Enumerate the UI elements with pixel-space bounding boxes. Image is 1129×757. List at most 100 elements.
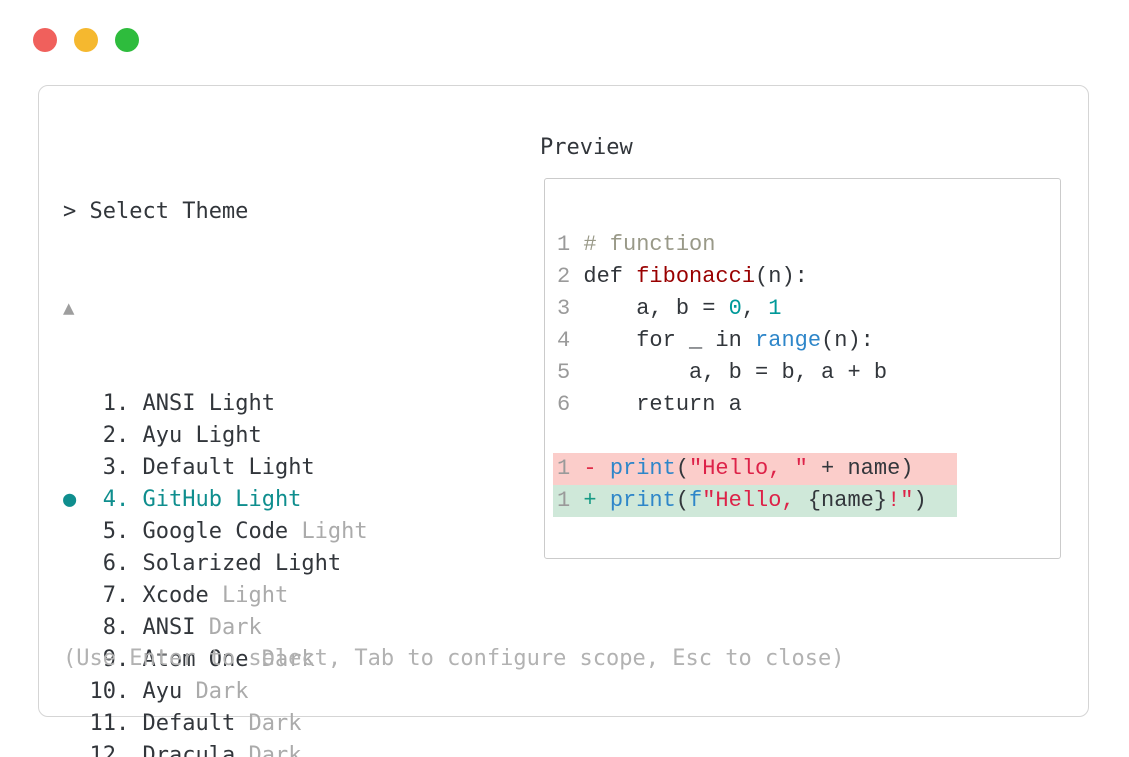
theme-item-number: 4.	[89, 487, 143, 512]
preview-title: Preview	[540, 135, 633, 160]
theme-item-name: Default	[142, 455, 249, 480]
theme-item-variant: Dark	[261, 647, 315, 672]
scroll-up-indicator[interactable]: ▲	[63, 297, 75, 319]
theme-item-name: GitHub	[142, 487, 236, 512]
bullet-spacer	[63, 455, 90, 480]
code-token-code: + name)	[807, 456, 914, 481]
bullet-spacer	[63, 391, 90, 416]
code-token-number: 1	[768, 296, 782, 321]
line-number: 2	[557, 264, 584, 289]
minimize-button[interactable]	[74, 28, 98, 52]
line-number: 1	[557, 488, 584, 513]
theme-item-number: 12.	[89, 743, 143, 757]
theme-item-ansi-dark[interactable]: 8. ANSI Dark	[63, 612, 368, 644]
code-token-code: (n):	[821, 328, 874, 353]
theme-item-number: 9.	[89, 647, 143, 672]
diff-highlight-removed: 1 - print("Hello, " + name)	[553, 453, 958, 485]
code-token-code: a, b =	[583, 296, 729, 321]
window-controls	[33, 28, 139, 52]
code-token-code: for _ in	[583, 328, 756, 353]
code-line: 2 def fibonacci(n):	[557, 261, 1060, 293]
theme-item-variant: Light	[208, 391, 275, 416]
theme-item-name: Ayu	[142, 679, 196, 704]
theme-item-xcode-light[interactable]: 7. Xcode Light	[63, 580, 368, 612]
line-number: 4	[557, 328, 584, 353]
code-line: 4 for _ in range(n):	[557, 325, 1060, 357]
diff-highlight-added: 1 + print(f"Hello, {name}!")	[553, 485, 958, 517]
line-number: 1	[557, 232, 584, 257]
theme-item-number: 8.	[89, 615, 143, 640]
code-token-builtin: f	[689, 488, 703, 513]
bullet-spacer	[63, 743, 90, 757]
bullet-spacer	[63, 679, 90, 704]
theme-item-number: 11.	[89, 711, 143, 736]
diff-line-removed: 1 - print("Hello, " + name)	[553, 453, 1060, 485]
theme-item-variant: Dark	[248, 711, 302, 736]
code-token-code: (	[675, 488, 690, 513]
theme-item-name: ANSI	[142, 391, 209, 416]
theme-item-name: Google Code	[142, 519, 302, 544]
theme-item-variant: Light	[221, 583, 289, 608]
theme-item-number: 7.	[89, 583, 143, 608]
theme-item-variant: Dark	[208, 615, 262, 640]
code-line: 3 a, b = 0, 1	[557, 293, 1060, 325]
line-number: 1	[557, 456, 584, 481]
code-token-code: (n):	[755, 264, 808, 289]
line-number: 3	[557, 296, 584, 321]
prompt-label: Select Theme	[89, 199, 249, 224]
theme-item-dracula-dark[interactable]: 12. Dracula Dark	[63, 740, 368, 757]
theme-item-variant: Light	[301, 519, 368, 544]
blank-line	[557, 421, 1060, 453]
bullet-spacer	[63, 711, 90, 736]
theme-item-ayu-light[interactable]: 2. Ayu Light	[63, 420, 368, 452]
theme-item-variant: Light	[274, 551, 342, 576]
code-token-code: {name}	[807, 488, 888, 513]
theme-item-name: Default	[142, 711, 249, 736]
diff-line-added: 1 + print(f"Hello, {name}!")	[553, 485, 1060, 517]
theme-item-google-code-light[interactable]: 5. Google Code Light	[63, 516, 368, 548]
theme-item-variant: Dark	[195, 679, 249, 704]
bullet-spacer	[63, 551, 90, 576]
code-token-builtin: print	[609, 456, 676, 481]
zoom-button[interactable]	[115, 28, 139, 52]
theme-picker-panel: >Select Theme ▲ 1. ANSI Light 2. Ayu Lig…	[38, 85, 1089, 757]
theme-picker-column: >Select Theme ▲ 1. ANSI Light 2. Ayu Lig…	[63, 132, 368, 757]
theme-list: 1. ANSI Light 2. Ayu Light 3. Default Li…	[63, 388, 368, 757]
line-number: 6	[557, 392, 584, 417]
theme-item-variant: Light	[248, 455, 315, 480]
theme-select-prompt: >Select Theme	[63, 196, 368, 228]
theme-item-default-dark[interactable]: 11. Default Dark	[63, 708, 368, 740]
help-hint: (Use Enter to select, Tab to configure s…	[63, 646, 845, 671]
theme-item-github-light[interactable]: ● 4. GitHub Light	[63, 484, 368, 516]
theme-item-default-light[interactable]: 3. Default Light	[63, 452, 368, 484]
code-token-function: fibonacci	[636, 264, 756, 289]
code-token-code: )	[913, 488, 927, 513]
theme-item-variant: Light	[195, 423, 262, 448]
code-token-code: a, b = b, a + b	[583, 360, 888, 385]
code-line: 5 a, b = b, a + b	[557, 357, 1060, 389]
close-button[interactable]	[33, 28, 57, 52]
code-token-comment: # function	[583, 232, 716, 257]
theme-item-number: 2.	[89, 423, 143, 448]
code-token-number: 0	[728, 296, 742, 321]
theme-item-atom-one-dark[interactable]: 9. Atom One Dark	[63, 644, 368, 676]
theme-item-ayu-dark[interactable]: 10. Ayu Dark	[63, 676, 368, 708]
code-token-string: "Hello,	[702, 488, 808, 513]
code-token-builtin: range	[755, 328, 822, 353]
line-number: 5	[557, 360, 584, 385]
bullet-spacer	[63, 583, 90, 608]
code-token-string: "Hello, "	[689, 456, 808, 481]
theme-item-name: Solarized	[142, 551, 275, 576]
selected-bullet: ●	[63, 487, 90, 512]
code-token-builtin: print	[609, 488, 676, 513]
theme-item-ansi-light[interactable]: 1. ANSI Light	[63, 388, 368, 420]
code-token-code: return a	[583, 392, 742, 417]
theme-item-number: 5.	[89, 519, 143, 544]
code-token-code: (	[675, 456, 690, 481]
code-line: 6 return a	[557, 389, 1060, 421]
theme-item-number: 6.	[89, 551, 143, 576]
theme-item-solarized-light[interactable]: 6. Solarized Light	[63, 548, 368, 580]
code-token-code: ,	[741, 296, 769, 321]
